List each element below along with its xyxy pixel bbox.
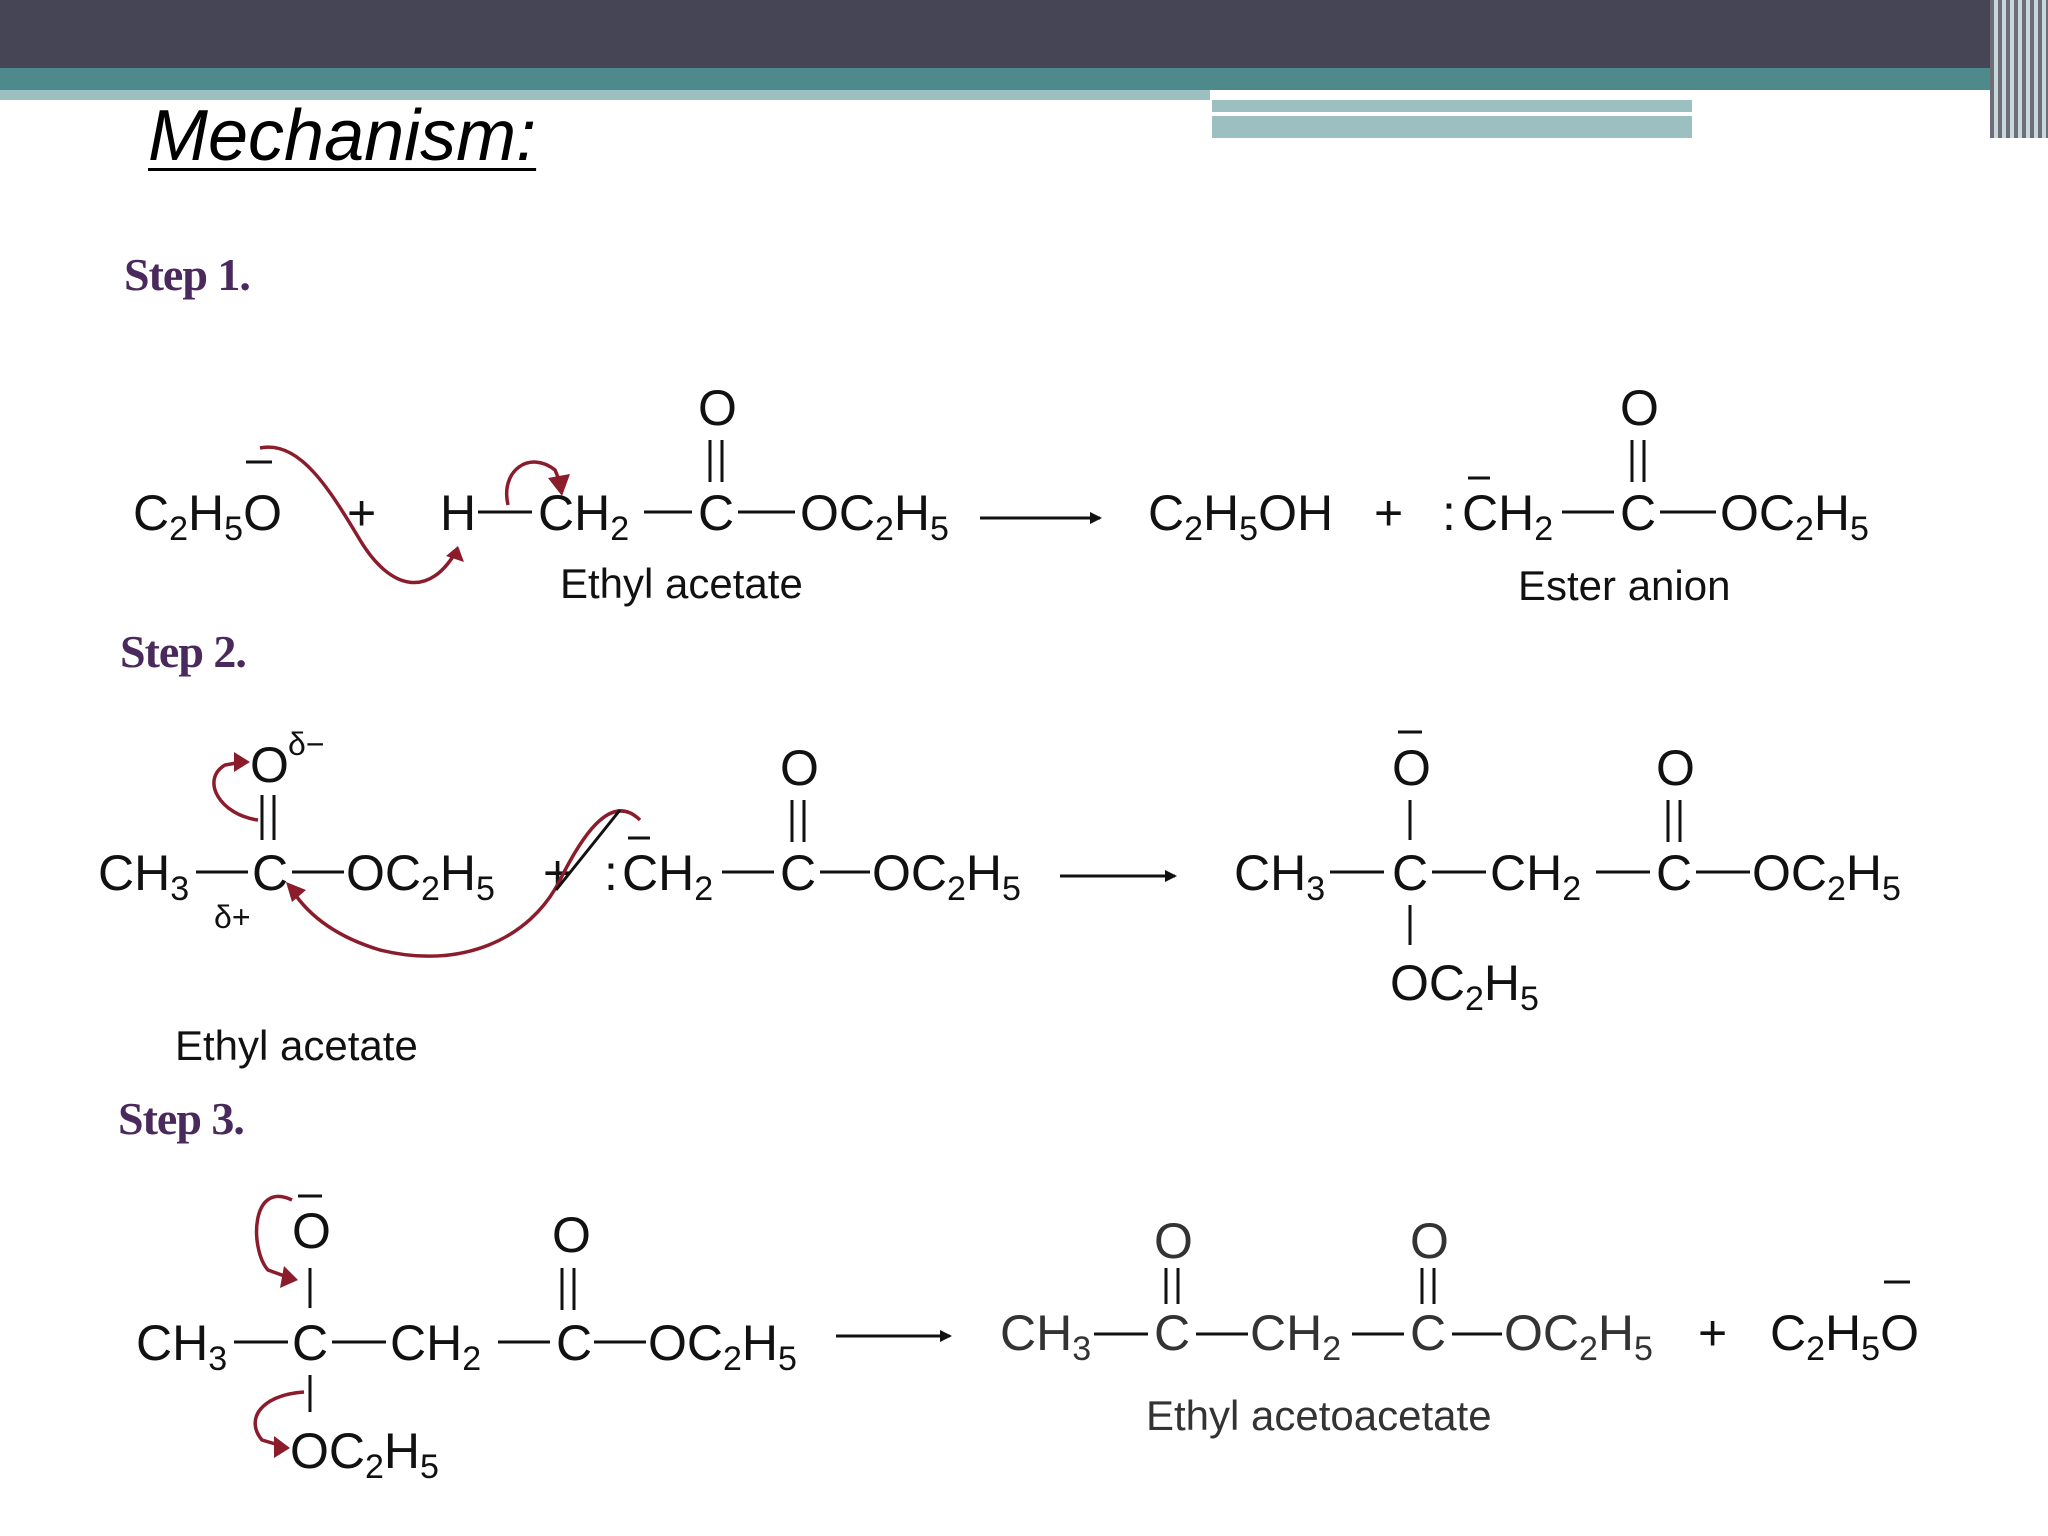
methyl-group: CH3 [1000, 1305, 1091, 1368]
plus-sign: + [347, 485, 376, 541]
step-1-heading: Step 1. [124, 249, 251, 300]
ethoxy-group: OC2H5 [800, 485, 949, 548]
header-edge-stripes [1990, 0, 2048, 138]
carbonyl-carbon: C [780, 845, 816, 901]
step-3-heading: Step 3. [118, 1093, 245, 1144]
carbonyl-carbon: C [698, 485, 734, 541]
slide-title: Mechanism: [148, 96, 537, 176]
carbonyl-oxygen: O [552, 1207, 591, 1263]
carbonyl-carbon: C [252, 845, 288, 901]
step-3-scheme: CH3 C O OC2H5 CH2 C O OC2H5 CH3 C O CH2 [136, 1194, 1919, 1486]
ethoxy-leaving-group: OC2H5 [290, 1423, 439, 1486]
methylene-group: CH2 [1490, 845, 1581, 908]
plus-sign: + [1698, 1305, 1727, 1361]
carbonyl-oxygen: O [698, 380, 737, 436]
methyl-group: CH3 [1234, 845, 1325, 908]
slash-mark [554, 809, 622, 891]
methylene-group: CH2 [538, 485, 629, 548]
methyl-group: CH3 [98, 845, 189, 908]
header-bar-dark [0, 0, 2048, 68]
methylene-group: CH2 [390, 1315, 481, 1378]
ketone-oxygen: O [1154, 1213, 1193, 1269]
carbanion-ch2: CH2 [622, 845, 713, 908]
curly-arrow-expel-ethoxide [253, 1390, 305, 1448]
ethoxy-group: OC2H5 [346, 845, 495, 908]
curly-arrow-head [234, 752, 250, 772]
carbonyl-oxygen: O [250, 737, 289, 793]
ethoxy-substituent: OC2H5 [1390, 955, 1539, 1018]
carbonyl-oxygen: O [1620, 380, 1659, 436]
ester-oxygen: O [1410, 1213, 1449, 1269]
lone-pair: : [604, 845, 618, 901]
carbonyl-carbon: C [556, 1315, 592, 1371]
acidic-hydrogen: H [440, 485, 476, 541]
step-2-scheme: CH3 C O δ− δ+ OC2H5 Ethyl acetate + : CH… [98, 726, 1901, 1069]
curly-arrow-head [548, 474, 570, 496]
carbonyl-carbon: C [1656, 845, 1692, 901]
carbonyl-oxygen: O [1656, 740, 1695, 796]
header-bar-light-right [1212, 100, 1692, 138]
curly-arrow-bond-to-carbon [504, 460, 562, 506]
curly-arrow-base-attack [259, 445, 460, 585]
ketone-carbon: C [1154, 1305, 1190, 1361]
ethanol-formula: C2H5OH [1148, 485, 1333, 548]
ethyl-acetate-label: Ethyl acetate [175, 1022, 418, 1069]
ethoxide-formula: C2H5O [1770, 1305, 1919, 1368]
carbanion-ch2: CH2 [1462, 485, 1553, 548]
ethoxy-group: OC2H5 [648, 1315, 797, 1378]
tetrahedral-carbon: C [292, 1315, 328, 1371]
methylene-group: CH2 [1250, 1305, 1341, 1368]
ethyl-acetoacetate-label: Ethyl acetoacetate [1146, 1392, 1492, 1439]
ethoxy-group: OC2H5 [1720, 485, 1869, 548]
delta-minus: δ− [288, 726, 325, 762]
delta-plus: δ+ [214, 899, 251, 935]
tetrahedral-carbon: C [1392, 845, 1428, 901]
ethoxy-group: OC2H5 [1504, 1305, 1653, 1368]
ethoxide-formula: C2H5O [133, 485, 282, 548]
curly-arrow-nucleophilic-attack [290, 809, 642, 958]
header-bar-white-line [1212, 112, 1897, 116]
plus-sign: + [543, 845, 572, 901]
carbonyl-oxygen: O [780, 740, 819, 796]
methyl-group: CH3 [136, 1315, 227, 1378]
header-bar-light [0, 90, 1210, 100]
curly-arrow-head [280, 1266, 298, 1288]
curly-arrow-reform-carbonyl [254, 1195, 293, 1280]
ethoxy-group: OC2H5 [872, 845, 1021, 908]
ester-carbon: C [1410, 1305, 1446, 1361]
alkoxide-oxygen: O [292, 1203, 331, 1259]
plus-sign: + [1374, 485, 1403, 541]
step-2-heading: Step 2. [120, 626, 247, 677]
alkoxide-oxygen: O [1392, 740, 1431, 796]
step-1-scheme: C2H5O + H CH2 C O OC2H5 Ethyl acetate C2… [133, 380, 1869, 609]
curly-arrow-pi-to-oxygen [212, 760, 259, 822]
ester-anion-label: Ester anion [1518, 562, 1730, 609]
curly-arrow-head [286, 882, 306, 902]
curly-arrow-head [274, 1436, 290, 1458]
ethoxy-group: OC2H5 [1752, 845, 1901, 908]
lone-pair: : [1442, 485, 1456, 541]
header-bar-teal [0, 68, 2000, 90]
carbonyl-carbon: C [1620, 485, 1656, 541]
curly-arrow-head [446, 546, 464, 562]
ethyl-acetate-label: Ethyl acetate [560, 560, 803, 607]
